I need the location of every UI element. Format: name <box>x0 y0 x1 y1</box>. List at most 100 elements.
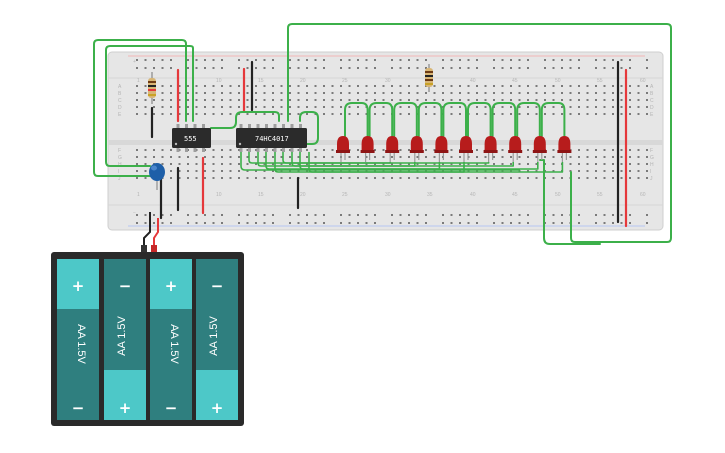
led[interactable] <box>532 136 547 162</box>
wire-green-555-loop-outer[interactable] <box>93 39 187 177</box>
led-body[interactable] <box>484 136 497 152</box>
battery-cell-label: AA 1.5V <box>208 315 220 355</box>
counter-output-wire[interactable] <box>265 152 441 170</box>
breadboard-hole <box>374 67 376 69</box>
battery-cell-terminal <box>196 370 238 420</box>
chip-pin <box>248 148 251 152</box>
led-array[interactable] <box>336 136 572 162</box>
breadboard-hole <box>221 170 223 172</box>
led-arch-wire[interactable] <box>491 102 517 137</box>
led-arch-wire[interactable] <box>344 102 369 137</box>
breadboard-hole <box>544 85 546 87</box>
led[interactable] <box>459 136 473 162</box>
breadboard-hole <box>229 106 232 108</box>
breadboard-hole <box>399 106 402 108</box>
counter-output-wire[interactable] <box>282 152 490 164</box>
breadboard-hole <box>535 177 538 179</box>
timer-chip-555[interactable]: 555 <box>172 124 211 152</box>
led[interactable] <box>409 136 424 162</box>
wire-green-555-loop-inner[interactable] <box>105 45 194 167</box>
led-arch-wire[interactable] <box>516 102 541 137</box>
capacitor-highlight <box>151 165 157 171</box>
timer-chip-label: 555 <box>184 135 197 143</box>
wire-green-right-loop[interactable] <box>539 159 601 245</box>
counter-output-wire[interactable] <box>308 152 564 173</box>
wire-green-4017-bridge[interactable] <box>299 111 319 145</box>
breadboard-hole <box>646 170 648 172</box>
breadboard-hole <box>416 214 419 216</box>
breadboard-hole <box>382 177 385 179</box>
breadboard-hole <box>484 92 487 94</box>
counter-output-wire[interactable] <box>257 152 416 167</box>
breadboard-hole <box>289 92 291 94</box>
led[interactable] <box>508 136 523 162</box>
led[interactable] <box>336 136 350 162</box>
led-arch-wire[interactable] <box>393 102 418 137</box>
wire-green-555-to-4017[interactable] <box>210 111 280 129</box>
led[interactable] <box>557 136 572 162</box>
breadboard-hole <box>144 163 147 165</box>
row-letter-left: I <box>118 169 119 175</box>
counter-chip-4017[interactable]: 74HC4017 <box>236 124 307 152</box>
breadboard-hole <box>629 156 631 158</box>
capacitor-body[interactable] <box>149 163 165 181</box>
counter-output-wires[interactable] <box>240 152 564 173</box>
resistor-left[interactable] <box>148 72 156 104</box>
led[interactable] <box>385 136 400 162</box>
counter-output-wire[interactable] <box>299 152 539 170</box>
led-arch-wire[interactable] <box>467 102 492 137</box>
counter-output-wire[interactable] <box>240 152 520 171</box>
breadboard-hole <box>246 222 249 224</box>
counter-output-wire[interactable] <box>274 152 465 173</box>
counter-output-wire[interactable] <box>248 152 391 164</box>
led-body[interactable] <box>435 136 448 152</box>
led-arch-wire[interactable] <box>368 102 394 137</box>
counter-output-wire[interactable] <box>291 152 514 167</box>
led[interactable] <box>360 136 375 162</box>
power-jumpers[interactable] <box>150 60 628 228</box>
led-body[interactable] <box>337 136 349 152</box>
timer-chip-body[interactable] <box>172 128 211 148</box>
breadboard-hole <box>178 177 181 179</box>
breadboard-hole <box>518 163 521 165</box>
led-arch-wire[interactable] <box>417 102 443 137</box>
breadboard-hole <box>620 222 623 224</box>
led-arch-wire[interactable] <box>442 102 467 137</box>
breadboard-hole <box>382 170 385 172</box>
battery-leads[interactable] <box>141 212 159 252</box>
signal-wires[interactable] <box>93 23 672 245</box>
breadboard-hole <box>136 106 138 108</box>
breadboard-hole <box>246 59 249 61</box>
wire-green-4017-up[interactable] <box>287 23 672 243</box>
led-body[interactable] <box>558 136 571 152</box>
counter-chip-body[interactable] <box>236 128 307 148</box>
breadboard-hole <box>229 156 232 158</box>
breadboard-hole <box>535 113 538 115</box>
led-wires[interactable] <box>344 102 566 137</box>
led-body[interactable] <box>386 136 399 152</box>
led-arch-wire[interactable] <box>540 102 566 137</box>
battery-holder[interactable] <box>51 252 244 426</box>
breadboard-hole <box>255 149 257 151</box>
battery-pack[interactable]: +−AA 1.5V−+AA 1.5V+−AA 1.5V−+AA 1.5V <box>51 252 244 426</box>
capacitor[interactable] <box>149 163 165 190</box>
led[interactable] <box>483 136 498 162</box>
led-body[interactable] <box>410 136 423 152</box>
breadboard-hole <box>578 163 580 165</box>
breadboard-hole <box>357 177 359 179</box>
led-body[interactable] <box>533 136 546 152</box>
breadboard-hole <box>603 177 606 179</box>
breadboard-hole <box>221 113 223 115</box>
resistor-right[interactable] <box>425 64 433 92</box>
breadboard-hole <box>603 92 606 94</box>
led-body[interactable] <box>460 136 472 152</box>
led-body[interactable] <box>509 136 522 152</box>
breadboard-hole <box>255 156 257 158</box>
breadboard-hole <box>442 177 444 179</box>
breadboard-hole <box>144 177 147 179</box>
breadboard-hole <box>280 170 283 172</box>
led[interactable] <box>434 136 449 162</box>
breadboard-hole <box>408 214 410 216</box>
led-body[interactable] <box>361 136 374 152</box>
